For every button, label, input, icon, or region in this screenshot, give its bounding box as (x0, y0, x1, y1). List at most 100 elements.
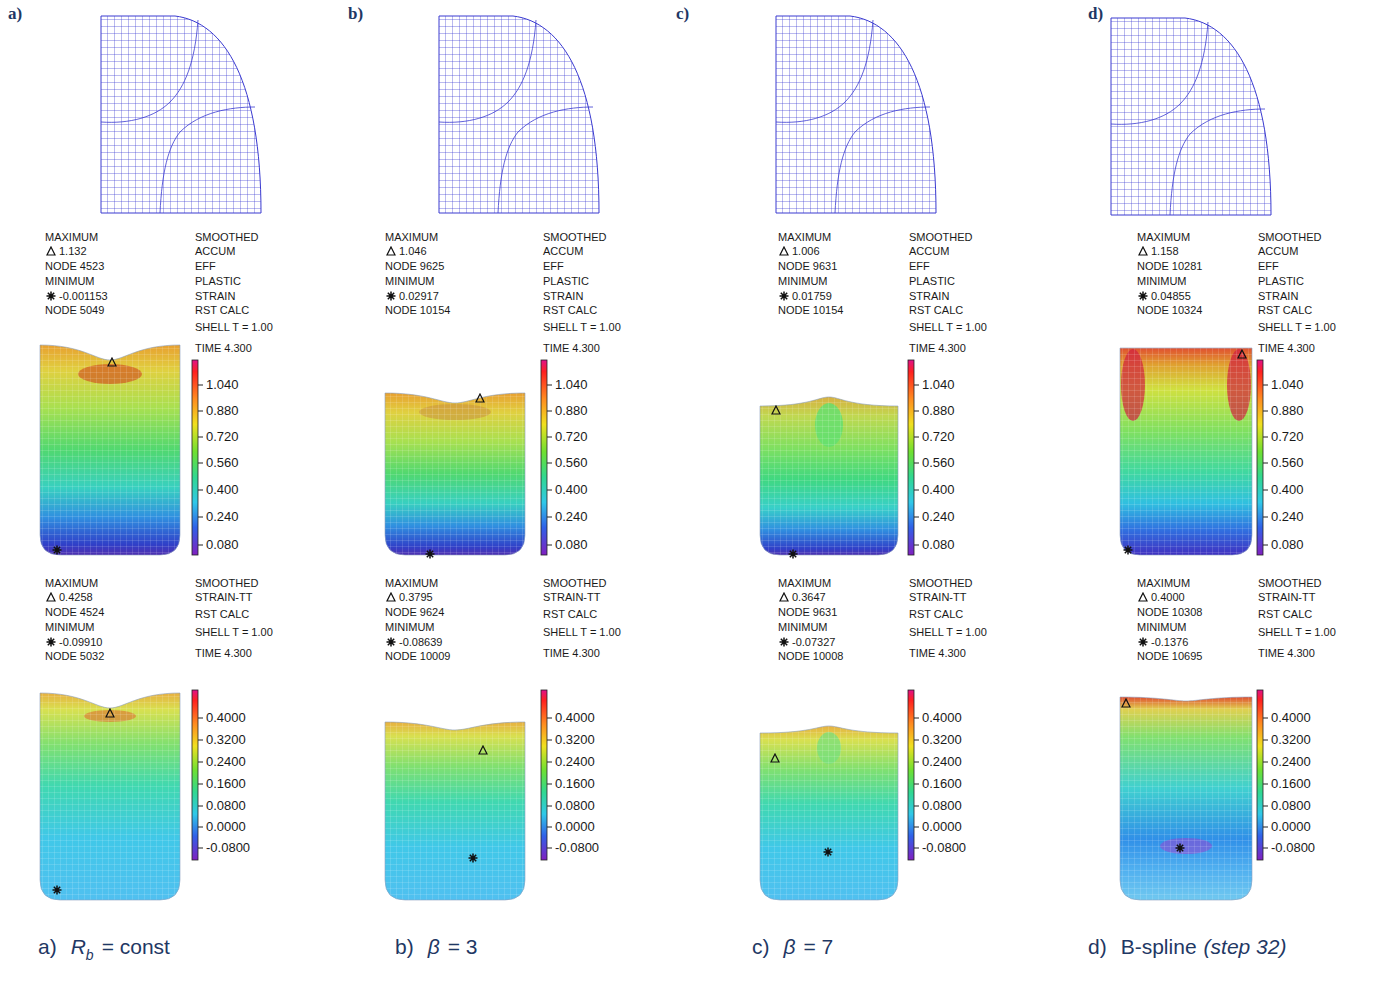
tick-label: 0.080 (206, 538, 239, 552)
node-label: NODE 10009 (385, 650, 450, 663)
field-label: MINIMUM (1137, 275, 1187, 288)
field-label: MAXIMUM (778, 231, 831, 244)
result-label: RST CALC (1258, 608, 1312, 621)
max-value: 0.4258 (59, 591, 93, 604)
node-label: NODE 4523 (45, 260, 104, 273)
result-label: EFF (195, 260, 216, 273)
result-label: SHELL T = 1.00 (909, 626, 987, 639)
field-label: MAXIMUM (385, 577, 438, 590)
tick-label: 0.080 (555, 538, 588, 552)
min-value: 0.02917 (399, 290, 439, 303)
tick-label: 0.0800 (206, 799, 246, 813)
field-label: MINIMUM (778, 621, 828, 634)
result-label: PLASTIC (1258, 275, 1304, 288)
result-label: STRAIN-TT (909, 591, 966, 604)
result-label: STRAIN-TT (195, 591, 252, 604)
caption-part: B-spline (1121, 934, 1197, 960)
node-label: NODE 9624 (385, 606, 444, 619)
max-value: 1.046 (399, 245, 427, 258)
tick-label: 0.0000 (555, 820, 595, 834)
node-label: NODE 10324 (1137, 304, 1202, 317)
result-label: SMOOTHED (909, 231, 973, 244)
result-label: EFF (909, 260, 930, 273)
tick-label: 0.2400 (922, 755, 962, 769)
max-value: 1.158 (1151, 245, 1179, 258)
tick-label: 0.240 (555, 510, 588, 524)
tick-label: -0.0800 (206, 841, 250, 855)
result-label: TIME 4.300 (195, 647, 252, 660)
panel-letter: d) (1088, 4, 1103, 24)
result-label: SHELL T = 1.00 (1258, 321, 1336, 334)
result-label: STRAIN (909, 290, 949, 303)
field-label: MINIMUM (1137, 621, 1187, 634)
min-value: -0.09910 (59, 636, 102, 649)
result-label: TIME 4.300 (1258, 342, 1315, 355)
tick-label: 0.2400 (555, 755, 595, 769)
tick-label: 1.040 (922, 378, 955, 392)
result-label: STRAIN-TT (1258, 591, 1315, 604)
field-label: MINIMUM (45, 621, 95, 634)
max-value: 1.006 (792, 245, 820, 258)
tick-label: 0.240 (1271, 510, 1304, 524)
min-value: 0.04855 (1151, 290, 1191, 303)
max-value: 1.132 (59, 245, 87, 258)
tick-label: 0.3200 (1271, 733, 1311, 747)
tick-label: 0.560 (1271, 456, 1304, 470)
tick-label: 0.880 (555, 404, 588, 418)
tick-label: 0.3200 (922, 733, 962, 747)
min-value: -0.08639 (399, 636, 442, 649)
node-label: NODE 4524 (45, 606, 104, 619)
result-label: RST CALC (543, 608, 597, 621)
field-label: MAXIMUM (45, 231, 98, 244)
tick-label: 0.0000 (206, 820, 246, 834)
max-value: 0.4000 (1151, 591, 1185, 604)
caption-part: = 3 (448, 934, 478, 960)
caption-part: R (71, 934, 86, 960)
panel-letter: c) (676, 4, 689, 24)
result-label: SMOOTHED (195, 577, 259, 590)
field-label: MAXIMUM (385, 231, 438, 244)
tick-label: 0.0800 (555, 799, 595, 813)
min-value: -0.07327 (792, 636, 835, 649)
result-label: SMOOTHED (909, 577, 973, 590)
node-label: NODE 9631 (778, 606, 837, 619)
result-label: STRAIN-TT (543, 591, 600, 604)
node-label: NODE 10308 (1137, 606, 1202, 619)
sub-caption: c)β= 7 (752, 934, 833, 960)
result-label: ACCUM (1258, 245, 1298, 258)
result-label: ACCUM (909, 245, 949, 258)
tick-label: 0.1600 (1271, 777, 1311, 791)
result-label: SHELL T = 1.00 (1258, 626, 1336, 639)
field-label: MINIMUM (385, 275, 435, 288)
node-label: NODE 9625 (385, 260, 444, 273)
tick-label: 0.1600 (555, 777, 595, 791)
tick-label: -0.0800 (555, 841, 599, 855)
caption-part: d) (1088, 934, 1107, 960)
tick-label: 0.560 (922, 456, 955, 470)
panel-letter: a) (8, 4, 22, 24)
tick-label: 0.4000 (1271, 711, 1311, 725)
caption-part: b (86, 942, 94, 968)
field-label: MAXIMUM (778, 577, 831, 590)
result-label: TIME 4.300 (1258, 647, 1315, 660)
field-label: MINIMUM (778, 275, 828, 288)
max-value: 0.3647 (792, 591, 826, 604)
tick-label: 0.720 (206, 430, 239, 444)
tick-label: -0.0800 (922, 841, 966, 855)
caption-part: β (784, 934, 796, 960)
tick-label: 1.040 (1271, 378, 1304, 392)
tick-label: 0.400 (1271, 483, 1304, 497)
tick-label: 0.240 (206, 510, 239, 524)
result-label: SHELL T = 1.00 (543, 321, 621, 334)
result-label: ACCUM (543, 245, 583, 258)
max-value: 0.3795 (399, 591, 433, 604)
tick-label: 1.040 (206, 378, 239, 392)
field-label: MAXIMUM (45, 577, 98, 590)
result-label: RST CALC (195, 304, 249, 317)
min-value: -0.001153 (59, 290, 108, 303)
tick-label: 0.0800 (1271, 799, 1311, 813)
tick-label: -0.0800 (1271, 841, 1315, 855)
result-label: SHELL T = 1.00 (195, 321, 273, 334)
tick-label: 0.080 (1271, 538, 1304, 552)
tick-label: 0.3200 (206, 733, 246, 747)
